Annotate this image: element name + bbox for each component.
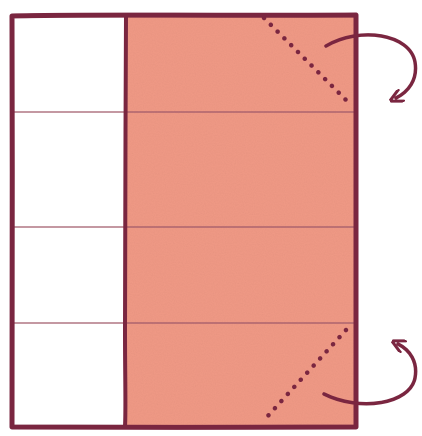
shaded-panel: [125, 15, 357, 427]
panel-divider: [125, 16, 126, 426]
blank-panel: [13, 15, 125, 427]
